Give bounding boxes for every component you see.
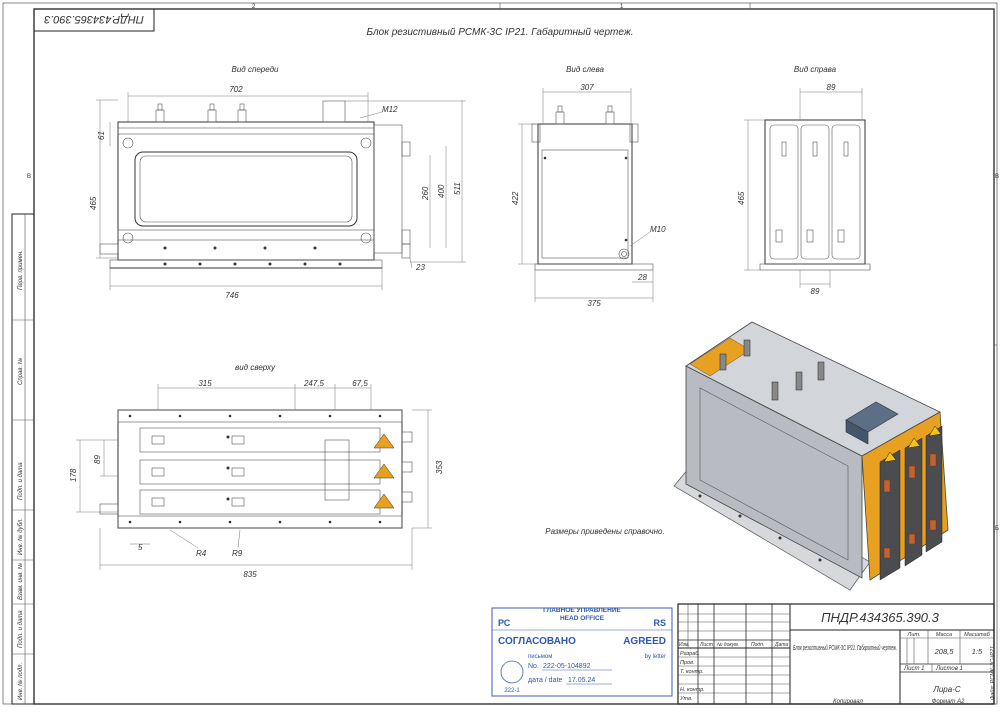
tb-role-nkontr: Н. контр.: [680, 687, 705, 693]
left-dim-307: 307: [580, 83, 594, 92]
front-dim-61: 61: [97, 131, 106, 140]
approval-letter-en: by letter: [645, 654, 666, 660]
grid-mark-v: В: [995, 174, 999, 180]
top-dim-315: 315: [198, 379, 212, 388]
tb-sheets: Листов 1: [935, 666, 963, 672]
left-view: Вид слева 307 422 M10 28 375: [511, 65, 666, 308]
grid-mark-v-left: В: [27, 174, 31, 180]
tb-doc-code: ПНДР.434365.390.3: [821, 610, 940, 625]
side-label-5: Взам. инв. №: [17, 562, 24, 600]
front-dim-260: 260: [421, 186, 430, 201]
side-stamp: Перв. примен. Справ. № Подп. и дата Инв.…: [11, 213, 35, 705]
approval-stamp: ГЛАВНОЕ УПРАВЛЕНИЕ HEAD OFFICE РС RS СОГ…: [491, 607, 673, 697]
top-dim-r9: R9: [232, 549, 243, 558]
side-label-6: Подп. и дата: [18, 610, 24, 648]
top-dim-67: 67,5: [352, 379, 368, 388]
top-dim-5: 5: [138, 543, 143, 552]
approval-letter-ru: письмом: [528, 654, 552, 660]
approval-rc: РС: [498, 618, 511, 628]
top-dim-353: 353: [435, 460, 444, 474]
left-dim-422: 422: [511, 191, 520, 205]
side-label-3: Подп. и дата: [18, 462, 24, 500]
top-dim-178: 178: [69, 468, 78, 482]
isometric-view: [673, 321, 949, 591]
inner-frame: [33, 8, 995, 705]
side-label-2: Справ. №: [17, 357, 24, 385]
tb-role-tkontr: Т. контр.: [680, 669, 704, 675]
front-view-label: Вид спереди: [232, 65, 280, 74]
code-rotated: ПНДР.434365.390.3: [43, 13, 144, 25]
top-dim-835: 835: [243, 570, 257, 579]
left-view-label: Вид слева: [566, 65, 604, 74]
tb-scale-label: Масштаб: [964, 632, 991, 638]
front-dim-23: 23: [415, 263, 425, 272]
tb-name-line1: Блок резистивный РСМК-3С IP21. Габаритны…: [793, 644, 897, 652]
right-dim-89-bottom: 89: [811, 287, 820, 296]
tb-col-sign: Подп.: [751, 642, 764, 648]
side-label-7: Инв. № подл.: [17, 663, 24, 700]
approval-date-value: 17.05.24: [568, 677, 595, 684]
approval-stamp-code: 222-1: [504, 688, 520, 694]
tb-sheet: Лист 1: [903, 666, 924, 672]
code-box: [33, 8, 155, 32]
tb-copied: Копировал: [833, 699, 863, 705]
front-dim-702: 702: [229, 85, 243, 94]
right-view-label: Вид справа: [794, 65, 837, 74]
front-dim-m12: M12: [382, 105, 398, 114]
approval-agreed-ru: СОГЛАСОВАНО: [498, 636, 576, 647]
approval-header-ru: ГЛАВНОЕ УПРАВЛЕНИЕ: [543, 607, 621, 614]
approval-no-value: 222-05-104892: [543, 663, 591, 670]
left-dim-28: 28: [637, 273, 647, 282]
top-dim-89: 89: [93, 455, 102, 464]
top-dim-r4: R4: [196, 549, 207, 558]
grid-mark-2: 2: [252, 4, 256, 10]
tb-file: Файл: РСМК-3С-IP21: [989, 646, 996, 700]
tb-mass: 208,5: [934, 647, 955, 656]
tb-role-prov: Пров.: [680, 660, 695, 666]
grid-mark-1: 1: [620, 4, 624, 10]
right-view: Вид справа 89 465 89: [737, 65, 871, 296]
approval-agreed-en: AGREED: [623, 636, 666, 647]
approval-rs: RS: [653, 618, 666, 628]
grid-mark-b: Б: [995, 526, 999, 532]
title-block: ПНДР.434365.390.3 Блок резистивный РСМК-…: [677, 603, 995, 705]
reference-note: Размеры приведены справочно.: [545, 527, 664, 536]
tb-mass-label: Масса: [936, 632, 952, 638]
approval-no-label: No.: [528, 663, 539, 670]
side-label-4: Инв. № дубл.: [17, 518, 24, 555]
tb-col-date: Дата: [774, 642, 788, 648]
tb-format: Формат A2: [932, 699, 965, 705]
sheet-title: Блок резистивный РСМК-3С IP21. Габаритны…: [366, 26, 633, 38]
front-dim-746: 746: [225, 291, 239, 300]
front-dim-465: 465: [89, 196, 98, 210]
top-dim-247: 247,5: [303, 379, 325, 388]
approval-date-label: дата / date: [528, 677, 562, 684]
left-dim-375: 375: [587, 299, 601, 308]
right-dim-465: 465: [737, 191, 746, 205]
tb-col-list: Лист: [699, 642, 713, 648]
right-dim-89-top: 89: [827, 83, 836, 92]
side-label-1: Перв. примен.: [18, 250, 24, 290]
tb-col-izm: Изм.: [679, 642, 690, 648]
front-view: Вид спереди: [89, 65, 466, 300]
tb-role-utv: Утв.: [679, 696, 693, 702]
approval-header-en: HEAD OFFICE: [560, 615, 605, 622]
front-dim-400: 400: [437, 184, 446, 198]
top-view: вид сверху: [69, 363, 444, 579]
tb-company: Лира-С: [932, 685, 960, 694]
tb-role-razrab: Разраб.: [680, 651, 700, 657]
top-view-label: вид сверху: [235, 363, 276, 372]
left-dim-m10: M10: [650, 225, 666, 234]
front-dim-511: 511: [453, 182, 462, 195]
tb-lit-label: Лит.: [907, 632, 921, 638]
tb-scale: 1:5: [972, 647, 983, 656]
tb-col-doc: № докум.: [717, 642, 739, 648]
